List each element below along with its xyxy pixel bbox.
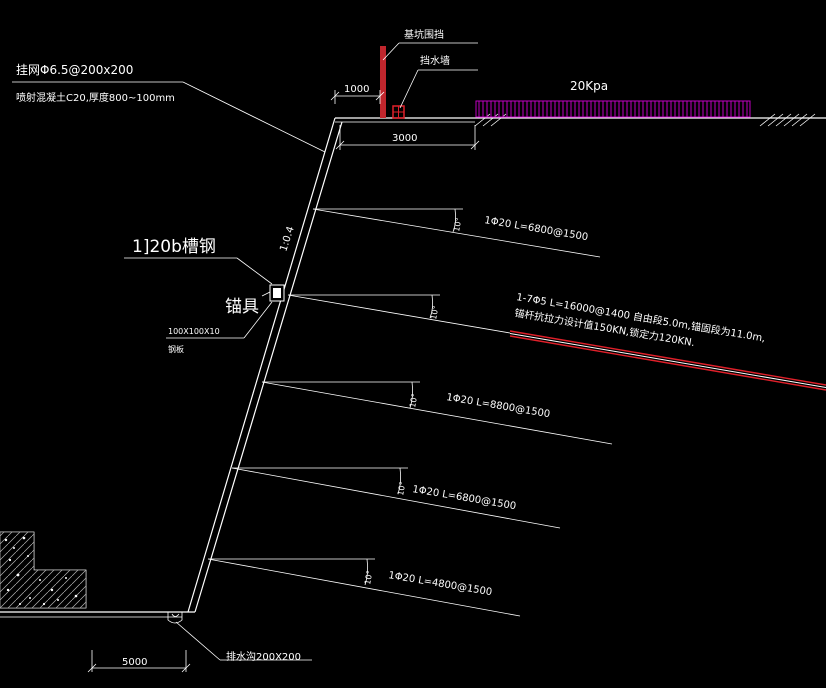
rubble-block <box>0 531 87 609</box>
plate-size-label: 100X100X10 <box>168 327 220 336</box>
plate-name-label: 钢板 <box>168 344 184 354</box>
dim-5000-label: 5000 <box>122 657 147 668</box>
nail-5-angle: 10° <box>363 570 374 586</box>
nail-3-angle: 10° <box>408 393 419 409</box>
nail-1-angle: 10° <box>452 217 463 233</box>
mesh-label: 挂网Φ6.5@200x200 <box>16 63 133 77</box>
anchor-2-angle: 10° <box>429 305 440 321</box>
surcharge-load <box>475 100 751 118</box>
nail-5 <box>207 558 521 617</box>
nail-4 <box>231 467 561 529</box>
nail-3-spec: 1Φ20 L=8800@1500 <box>446 392 551 420</box>
slope-label: 1:0.4 <box>278 225 296 253</box>
nail-3 <box>261 381 613 445</box>
nail-1-spec: 1Φ20 L=6800@1500 <box>484 215 589 243</box>
ground-bottom <box>0 611 195 624</box>
nail-4-angle: 10° <box>396 481 407 497</box>
fence-label: 基坑围挡 <box>404 28 444 41</box>
dim-3000-label: 3000 <box>392 133 417 144</box>
anchor-head <box>124 257 285 339</box>
nail-1 <box>312 208 601 258</box>
ground-top <box>335 113 826 127</box>
load-label: 20Kpa <box>570 79 608 93</box>
top-leaders <box>12 42 478 153</box>
dim-5000 <box>87 650 191 673</box>
dim-1000 <box>330 90 385 104</box>
channel-label: 1]20b槽钢 <box>132 237 216 257</box>
fence <box>380 46 386 118</box>
retaining-wall <box>392 105 405 119</box>
dim-3000 <box>335 125 480 150</box>
nail-4-spec: 1Φ20 L=6800@1500 <box>412 484 517 512</box>
anchor-label: 锚具 <box>225 297 259 317</box>
nail-5-spec: 1Φ20 L=4800@1500 <box>388 570 493 598</box>
dim-1000-label: 1000 <box>344 84 369 95</box>
shotcrete-label: 喷射混凝土C20,厚度800~100mm <box>16 91 175 104</box>
slope-face <box>187 117 343 613</box>
anchor-2 <box>287 294 826 391</box>
retaining-wall-label: 挡水墙 <box>420 54 450 67</box>
drain-label: 排水沟200X200 <box>226 650 301 663</box>
drain-leader <box>175 621 312 661</box>
